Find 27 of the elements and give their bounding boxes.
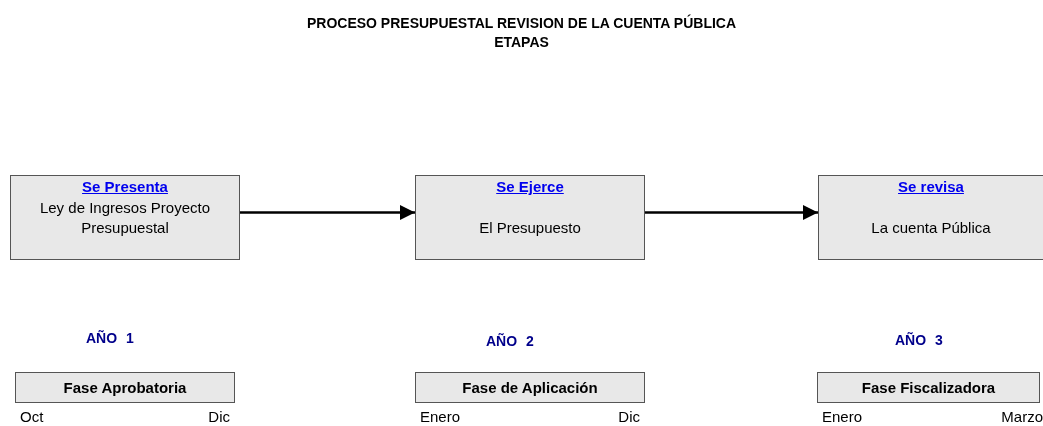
phase-name: Fase de Aplicación [462, 379, 598, 396]
arrow [645, 205, 818, 220]
month-label: Dic [208, 408, 230, 425]
year-label: AÑO 3 [895, 332, 943, 348]
stage-description: El Presupuesto [478, 218, 582, 238]
year-label: AÑO 1 [86, 330, 134, 346]
phase-box [15, 372, 235, 403]
diagram-title: PROCESO PRESUPUESTAL REVISION DE LA CUENTA PÚBLICA ETAPAS [305, 14, 738, 52]
month-label: Dic [618, 408, 640, 425]
stage-box [415, 175, 645, 260]
stage-box [818, 175, 1043, 260]
stage-heading: Se Presenta [82, 178, 168, 195]
stage-heading: Se Ejerce [496, 178, 564, 195]
arrow [240, 205, 415, 220]
phase-name: Fase Fiscalizadora [861, 379, 996, 396]
phase-box [415, 372, 645, 403]
stage-description: Ley de Ingresos Proyecto Presupuestal [38, 198, 212, 238]
stage-box [10, 175, 240, 260]
month-label: Marzo [1001, 408, 1043, 425]
stage-heading: Se revisa [898, 178, 964, 195]
month-label: Enero [822, 408, 863, 425]
year-label: AÑO 2 [486, 333, 534, 349]
stage-description: La cuenta Pública [870, 218, 992, 238]
phase-name: Fase Aprobatoria [63, 379, 187, 396]
month-label: Enero [420, 408, 461, 425]
phase-box [817, 372, 1040, 403]
month-label: Oct [20, 408, 44, 425]
